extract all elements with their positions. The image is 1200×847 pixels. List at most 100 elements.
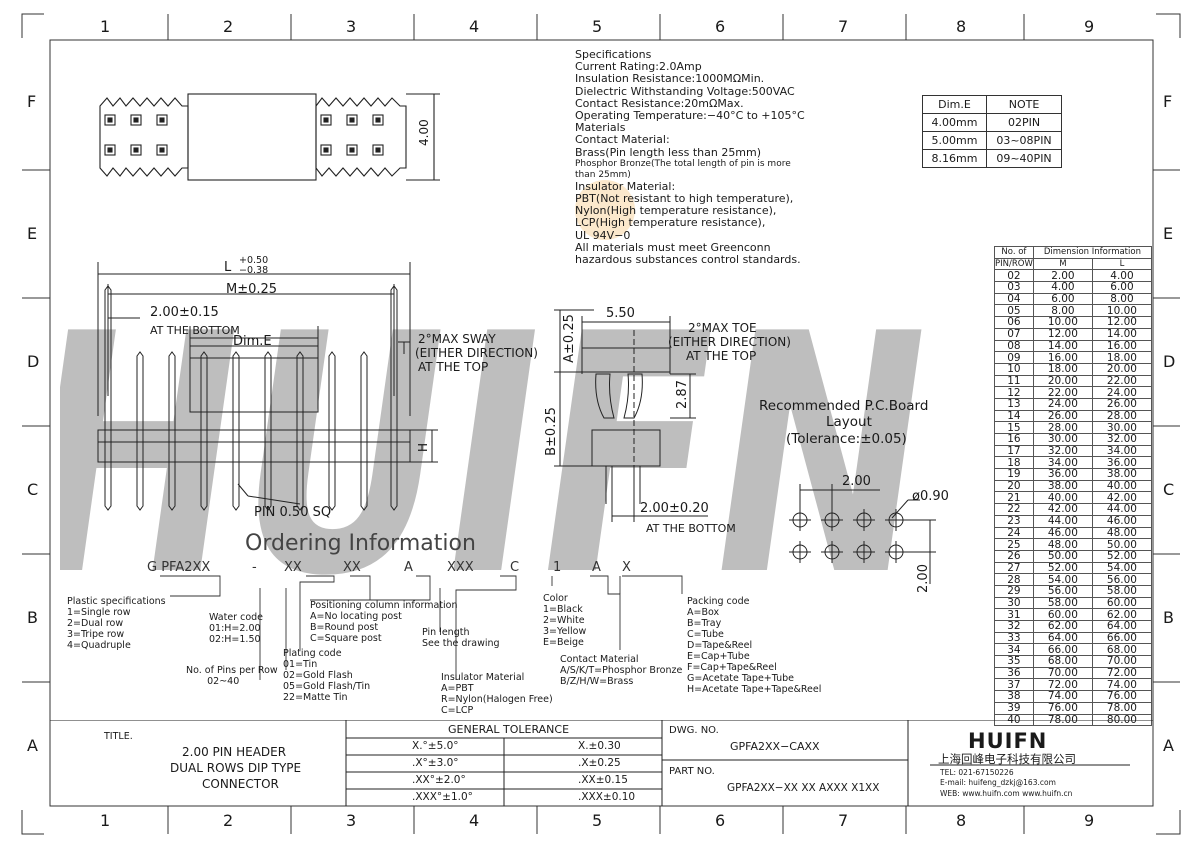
m-cell: 22.00 <box>1032 386 1093 399</box>
column-label: 1 <box>100 17 111 36</box>
row-label: D <box>1163 352 1176 371</box>
dim-e-cell: 5.00mm <box>921 131 988 150</box>
spec-line: Brass(Pin length less than 25mm) <box>575 145 762 159</box>
dim-H: H <box>416 442 431 453</box>
row-label: D <box>27 352 40 371</box>
pin-count-cell: 29 <box>994 584 1034 598</box>
spec-line: hazardous substances control standards. <box>575 253 801 267</box>
row-label: C <box>1163 480 1175 499</box>
dim-L: L <box>224 260 232 275</box>
l-cell: 62.00 <box>1091 608 1153 621</box>
ordering-pin-length: Pin length See the drawing <box>422 627 500 649</box>
m-cell: 68.00 <box>1032 655 1093 668</box>
l-cell: 78.00 <box>1091 701 1153 715</box>
tolerance-linear: .X±0.25 <box>578 757 621 769</box>
column-label: 9 <box>1084 17 1095 36</box>
toe-note-3: AT THE TOP <box>686 349 757 363</box>
m-cell: 34.00 <box>1032 456 1093 470</box>
pin-count-cell: 05 <box>994 304 1034 318</box>
column-label: 7 <box>838 811 849 830</box>
l-cell: 44.00 <box>1091 503 1153 516</box>
spec-line: UL 94V−0 <box>575 228 631 242</box>
column-label: 8 <box>956 811 967 830</box>
l-cell: 20.00 <box>1091 362 1153 376</box>
pin-count-cell: 27 <box>994 561 1034 575</box>
column-label: 5 <box>592 811 603 830</box>
pin-count-cell: 38 <box>994 690 1034 703</box>
column-label: 2 <box>223 811 234 830</box>
pin-count-cell: 36 <box>994 666 1034 680</box>
side-b: B±0.25 <box>543 407 559 456</box>
note-cell: 09~40PIN <box>986 149 1062 168</box>
l-cell: 32.00 <box>1091 433 1153 446</box>
ordering-code-part: XX <box>284 560 302 575</box>
ordering-code-part: A <box>404 560 413 575</box>
row-label: A <box>1163 736 1174 755</box>
column-label: 2 <box>223 17 234 36</box>
row-label: E <box>27 224 38 243</box>
tolerance-angle: .X°±3.0° <box>412 757 459 769</box>
l-cell: 24.00 <box>1091 386 1153 399</box>
pin-count-cell: 39 <box>994 701 1034 715</box>
ordering-color: Color 1=Black 2=White 3=Yellow E=Beige <box>543 593 587 648</box>
m-cell: 28.00 <box>1032 421 1093 434</box>
pin-count-cell: 07 <box>994 327 1034 341</box>
dim-e-cell: 4.00mm <box>921 113 988 132</box>
m-cell: 66.00 <box>1032 643 1093 657</box>
pin-count-cell: 34 <box>994 643 1034 657</box>
l-cell: 34.00 <box>1091 444 1153 458</box>
pin-count-cell: 11 <box>994 374 1034 388</box>
pin-count-cell: 24 <box>994 526 1034 540</box>
pin-count-cell: 23 <box>994 514 1034 528</box>
tolerance-angle: .XX°±2.0° <box>412 774 466 786</box>
ordering-code-part: XX <box>343 560 361 575</box>
pcb-hole: ø0.90 <box>912 489 949 504</box>
pin-count-cell: 16 <box>994 433 1034 446</box>
column-label: 3 <box>346 17 357 36</box>
dim-M: M±0.25 <box>226 282 278 297</box>
company-email: E-mail: huifeng_dzkj@163.com <box>940 778 1056 787</box>
company-web: WEB: www.huifn.com www.huifn.cn <box>940 789 1073 798</box>
pin-count-cell: 30 <box>994 596 1034 610</box>
m-cell: 10.00 <box>1032 316 1093 329</box>
pin-count-cell: 08 <box>994 339 1034 353</box>
pin-header: No. of <box>994 246 1034 259</box>
m-cell: 46.00 <box>1032 526 1093 540</box>
tolerance-angle: X.°±5.0° <box>412 740 459 752</box>
row-pitch: 2.00±0.20 <box>640 501 709 516</box>
part-value: GPFA2XX−XX XX AXXX X1XX <box>727 782 880 794</box>
ordering-code-part: C <box>510 560 520 575</box>
column-label: 6 <box>715 811 726 830</box>
ordering-positioning: Positioning column information A=No loca… <box>310 600 458 644</box>
column-label: 5 <box>592 17 603 36</box>
l-cell: 10.00 <box>1091 304 1153 318</box>
m-cell: 26.00 <box>1032 409 1093 423</box>
pin-count-cell: 28 <box>994 573 1034 586</box>
l-cell: 48.00 <box>1091 526 1153 540</box>
l-cell: 14.00 <box>1091 327 1153 341</box>
front-view-drawing <box>97 262 438 511</box>
ordering-code-part: - <box>252 560 257 575</box>
pin-sq: PIN 0.50 SQ <box>254 505 332 520</box>
pcb-pitch-x: 2.00 <box>842 474 871 489</box>
m-cell: 4.00 <box>1032 281 1093 294</box>
tolerance-angle: .XXX°±1.0° <box>412 791 473 803</box>
spec-line: Contact Material: <box>575 133 670 147</box>
side-287: 2.87 <box>674 380 690 409</box>
title-block-frame <box>50 720 1153 806</box>
l-cell: 8.00 <box>1091 292 1153 306</box>
l-cell: 50.00 <box>1091 538 1153 551</box>
pin-count-cell: 13 <box>994 397 1034 411</box>
l-cell: 22.00 <box>1091 374 1153 388</box>
